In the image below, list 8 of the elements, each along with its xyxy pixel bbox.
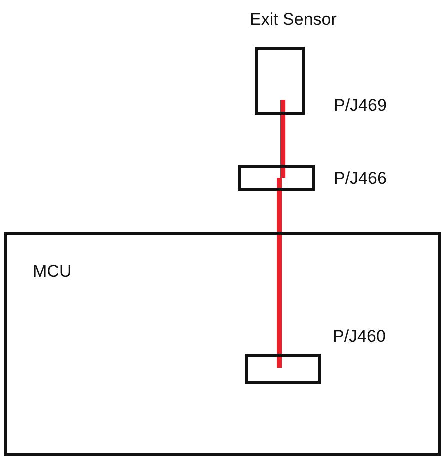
connector-label: P/J460: [333, 327, 386, 347]
component-label: MCU: [33, 262, 72, 282]
connector-label: P/J469: [334, 96, 387, 116]
board-outline: [4, 232, 441, 456]
component-label: Exit Sensor: [250, 10, 337, 30]
wire: [277, 178, 282, 368]
wire: [280, 100, 286, 178]
connector-label: P/J466: [334, 169, 387, 189]
